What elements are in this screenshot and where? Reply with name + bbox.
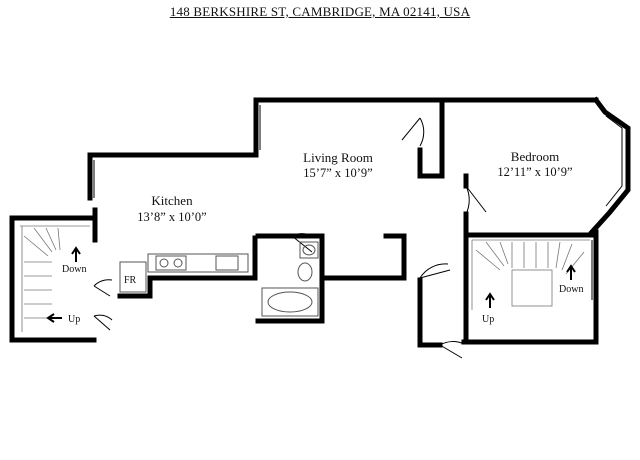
door-hall	[419, 263, 451, 279]
arrow-up-icon	[485, 292, 495, 308]
left-staircase	[20, 225, 90, 332]
stair-left-down-label: Down	[62, 264, 86, 275]
arrow-up-icon	[71, 246, 81, 262]
bath-fixtures	[261, 241, 319, 317]
stair-right-down-label: Down	[559, 284, 583, 295]
kitchen-dims: 13’8” x 10’0”	[137, 210, 206, 224]
wall-closet	[383, 233, 407, 281]
stair-right-up-label: Up	[482, 314, 494, 325]
stair-left-up-label: Up	[68, 314, 80, 325]
door-living	[401, 117, 425, 147]
door-left-stair-lower	[93, 314, 113, 331]
living-room-name: Living Room	[303, 150, 373, 165]
fridge-label: FR	[124, 275, 137, 286]
stair-arrows	[46, 246, 576, 323]
wall-kitchen-lower	[117, 235, 258, 299]
wall-bedroom-partition	[417, 147, 443, 179]
door-bedroom	[465, 185, 487, 215]
door-bath	[291, 233, 317, 253]
wall-left-stair	[9, 215, 98, 343]
door-left-stair	[93, 279, 113, 297]
bedroom-name: Bedroom	[511, 149, 559, 164]
arrow-up-icon	[566, 264, 576, 280]
toilet	[297, 262, 313, 282]
living-room-dims: 15’7” x 10’9”	[303, 166, 372, 180]
door-bottom	[439, 341, 465, 359]
address-title: 148 BERKSHIRE ST, CAMBRIDGE, MA 02141, U…	[169, 4, 471, 19]
wall-hall-lower	[417, 277, 443, 348]
fridge	[119, 261, 147, 293]
right-staircase	[471, 239, 590, 310]
sink	[299, 241, 319, 259]
doors	[93, 117, 487, 359]
walls	[9, 96, 631, 348]
windows	[89, 105, 623, 300]
kitchen-name: Kitchen	[151, 193, 193, 208]
kitchen-counter	[119, 253, 249, 293]
bedroom-dims: 12’11” x 10’9”	[497, 165, 572, 179]
arrow-left-icon	[46, 313, 62, 323]
bathtub	[261, 287, 319, 317]
wall-bay-right	[588, 96, 631, 236]
